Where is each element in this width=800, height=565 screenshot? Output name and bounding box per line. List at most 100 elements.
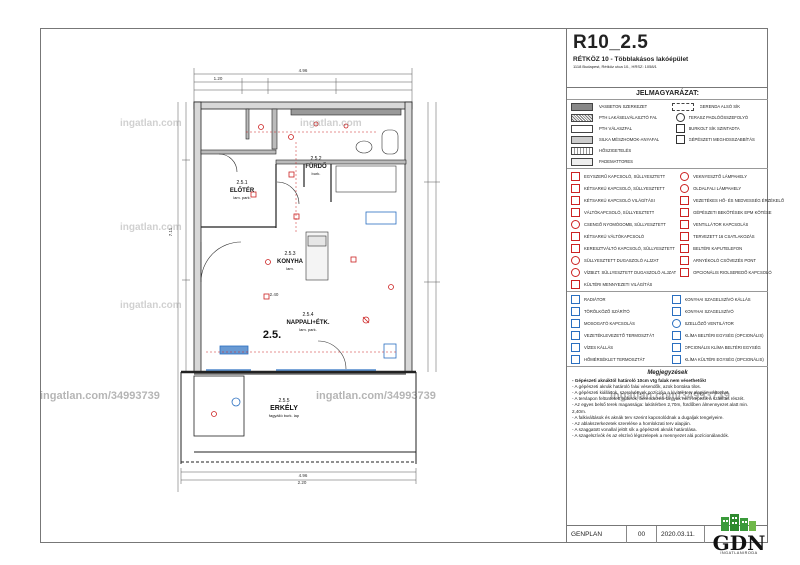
title-block-footer: GENPLAN 00 2020.03.11. <box>567 525 768 543</box>
notes-section: Megjegyzések - Gépészeti aknáktól határo… <box>567 367 768 442</box>
room-note-kitchen: lam. <box>286 266 294 271</box>
legend-item: VEZETÉKLEVEZETŐ TERMOSZTÁT <box>567 329 668 341</box>
legend-item: PTH VÁLASZFAL <box>567 123 668 134</box>
room-code-entry: 2.5.1 <box>236 180 247 186</box>
kitchen-counter <box>305 231 329 281</box>
legend-item: OLDALFALI LÁMPAHELY <box>676 182 784 194</box>
silka-swatch <box>571 135 593 144</box>
sink-icon <box>571 318 580 328</box>
dimension-lines-bottom <box>180 468 417 484</box>
wall-swatch <box>571 113 593 122</box>
sensor-icon <box>680 195 690 205</box>
note-line: - A gépészeti aknák határoló falai vésen… <box>572 384 701 390</box>
footer-label: GENPLAN <box>567 526 627 543</box>
dim-balcony-width: 2.20 <box>298 480 307 485</box>
legend-item: VEZETÉKES HŐ- ÉS NEDVESSÉG ÉRZÉKELŐ <box>676 194 784 206</box>
legend-item: KÉTSARKÚ VÁLTÓKAPCSOLÓ <box>567 230 676 242</box>
lamp-icon <box>680 183 690 193</box>
room-name-balcony: ERKÉLY <box>270 403 298 412</box>
concrete-walls <box>200 108 407 165</box>
legend-item: KONYHAI SZAGELSZÍVÓ KÁLLÁS <box>668 293 769 305</box>
socket-icon <box>571 267 580 277</box>
dim-bottom-total: 4.96 <box>299 473 308 478</box>
logo-wordmark: GDN <box>712 531 766 555</box>
note-line: - Gépészeti aknáktól határoló 10cm vtg f… <box>572 378 707 384</box>
watermark-main: ingatlan.com/34993739 <box>316 390 436 402</box>
hood-icon <box>671 306 681 316</box>
legend-item: VENTILLÁTOR KAPCSOLÁS <box>676 218 784 230</box>
legend-materials-left: VASBETON SZERKEZET PTH LAKÁSELVÁLASZTÓ F… <box>567 100 668 168</box>
legend-item: SÜLLYESZTETT DUGASZOLÓ ALJZAT <box>567 254 676 266</box>
legend-electrical: EGYSZERŰ KAPCSOLÓ, SÜLLYESZTETT KÉTSARKÚ… <box>567 169 784 292</box>
switch-icon <box>571 183 580 193</box>
dim-left-total: 7.11 <box>168 227 173 236</box>
partition-swatch <box>571 124 593 133</box>
legend-item: VASBETON SZERKEZET <box>567 101 668 112</box>
insulation-swatch <box>571 146 593 155</box>
switch-icon <box>571 207 580 217</box>
intercom-icon <box>680 243 690 253</box>
balcony-edge <box>180 370 417 464</box>
legend-item: KÉTSARKÚ KAPCSOLÓ VILÁGÍTÁSI <box>567 194 676 206</box>
dimension-lines-top <box>193 68 413 102</box>
lamp-icon <box>680 171 690 181</box>
room-note-bath: burk. <box>312 171 321 176</box>
fan-icon <box>671 318 681 328</box>
legend-electrical-left: EGYSZERŰ KAPCSOLÓ, SÜLLYESZTETT KÉTSARKÚ… <box>567 169 676 291</box>
dimension-lines-right <box>424 102 440 372</box>
bell-icon <box>571 219 580 229</box>
footer-revision: 00 <box>627 526 657 543</box>
socket-icon <box>571 255 580 265</box>
legend-item: SZELLŐZŐ VENTILÁTOR <box>668 317 769 329</box>
legend-electrical-right: VEKNYESZTŐ LÁMPAHELY OLDALFALI LÁMPAHELY… <box>676 169 784 291</box>
light-icon <box>571 279 580 289</box>
note-line: - A szaggatott vonallal jelölt sík a gép… <box>572 426 697 432</box>
legend-hvac-right: KONYHAI SZAGELSZÍVÓ KÁLLÁS KONYHAI SZAGE… <box>668 292 769 366</box>
partition-walls <box>201 164 332 228</box>
ac-indoor-icon <box>671 342 681 352</box>
title-block: R10_2.5 RÉTKÖZ 10 - Többlakásos lakóépül… <box>567 28 768 88</box>
gdn-logo: GDN INGATLANIRODA <box>703 513 775 559</box>
legend-item: VÍZBIZT. SÜLLYESZTETT DUGASZOLÓ ALJZAT <box>567 266 676 278</box>
notes-title: Megjegyzések <box>647 370 688 376</box>
note-line: - A falkiváltások és aknák terv szerint … <box>572 414 724 420</box>
switch-icon <box>571 231 580 241</box>
legend-materials-right: GERENDA ALSÓ SÍK TERASZ PADLÓÖSSZEFOLYÓ … <box>668 100 769 168</box>
legend-item: OPCIONÁLIS KLÍMA BELTÉRI EGYSÉG <box>668 341 769 353</box>
legend-item: VEKNYESZTŐ LÁMPAHELY <box>676 170 784 182</box>
floor-swatch <box>571 157 593 166</box>
fan-switch-icon <box>680 219 690 229</box>
watermark-main: ingatlan.com/34993739 <box>610 390 730 402</box>
drawing-sheet <box>40 28 768 543</box>
legend-item: GÉPÉSZETI BEKÖTÉSEK EPM KÖTÉSE <box>676 206 784 218</box>
legend-item: VÁLTÓKAPCSOLÓ, SÜLLYESZTETT <box>567 206 676 218</box>
room-name-living: NAPPALI+ÉTK. <box>286 318 329 326</box>
watermark-faint: ingatlan.com <box>120 300 182 311</box>
dim-top-total: 4.96 <box>299 68 308 73</box>
drain-icon <box>675 113 685 122</box>
room-code-bath: 2.5.2 <box>310 156 321 162</box>
room-code-balcony: 2.5.5 <box>278 398 289 404</box>
legend-item: KERESZTVÁLTÓ KAPCSOLÓ, SÜLLYESZTETT <box>567 242 676 254</box>
legend-item: HŐSZIGETELÉS <box>567 145 668 156</box>
legend-item: GERENDA ALSÓ SÍK <box>668 101 769 112</box>
hvac-symbols <box>219 211 397 407</box>
note-line: - A szagelszívók és az elszívó légszelep… <box>572 432 730 438</box>
legend-title: JELMAGYARÁZAT: <box>567 88 768 100</box>
door-swings <box>200 153 347 370</box>
note-line: - A tervlapon feltüntetett bútorok, bere… <box>572 396 745 402</box>
radiator-icon <box>571 294 580 304</box>
room-name-kitchen: KONYHA <box>277 259 304 265</box>
legend-item: BURKOLT SÍK SZINTADTA <box>668 123 769 134</box>
room-name-entry: ELŐTÉR <box>230 186 255 194</box>
legend-item: HŐMÉRSÉKLET TERMOSZTÁT <box>567 353 668 365</box>
connection-icon <box>680 207 690 217</box>
blind-switch-icon <box>680 267 690 277</box>
bathroom-fixtures <box>335 129 399 193</box>
room-labels: 2.5.1 ELŐTÉR lam. park. 2.5.2 FÜRDŐ burk… <box>230 156 330 418</box>
switch-icon <box>571 171 580 181</box>
legend-item: ARNYÉKOLÓ CSÖVEZÉS PONT <box>676 254 784 266</box>
water-outlet-icon <box>571 342 580 352</box>
legend-item: BELTÉRI KAPUTELEFON <box>676 242 784 254</box>
legend-item: GÉPÉSZETI MEGHOSSZABBÍTÁS <box>668 134 769 145</box>
